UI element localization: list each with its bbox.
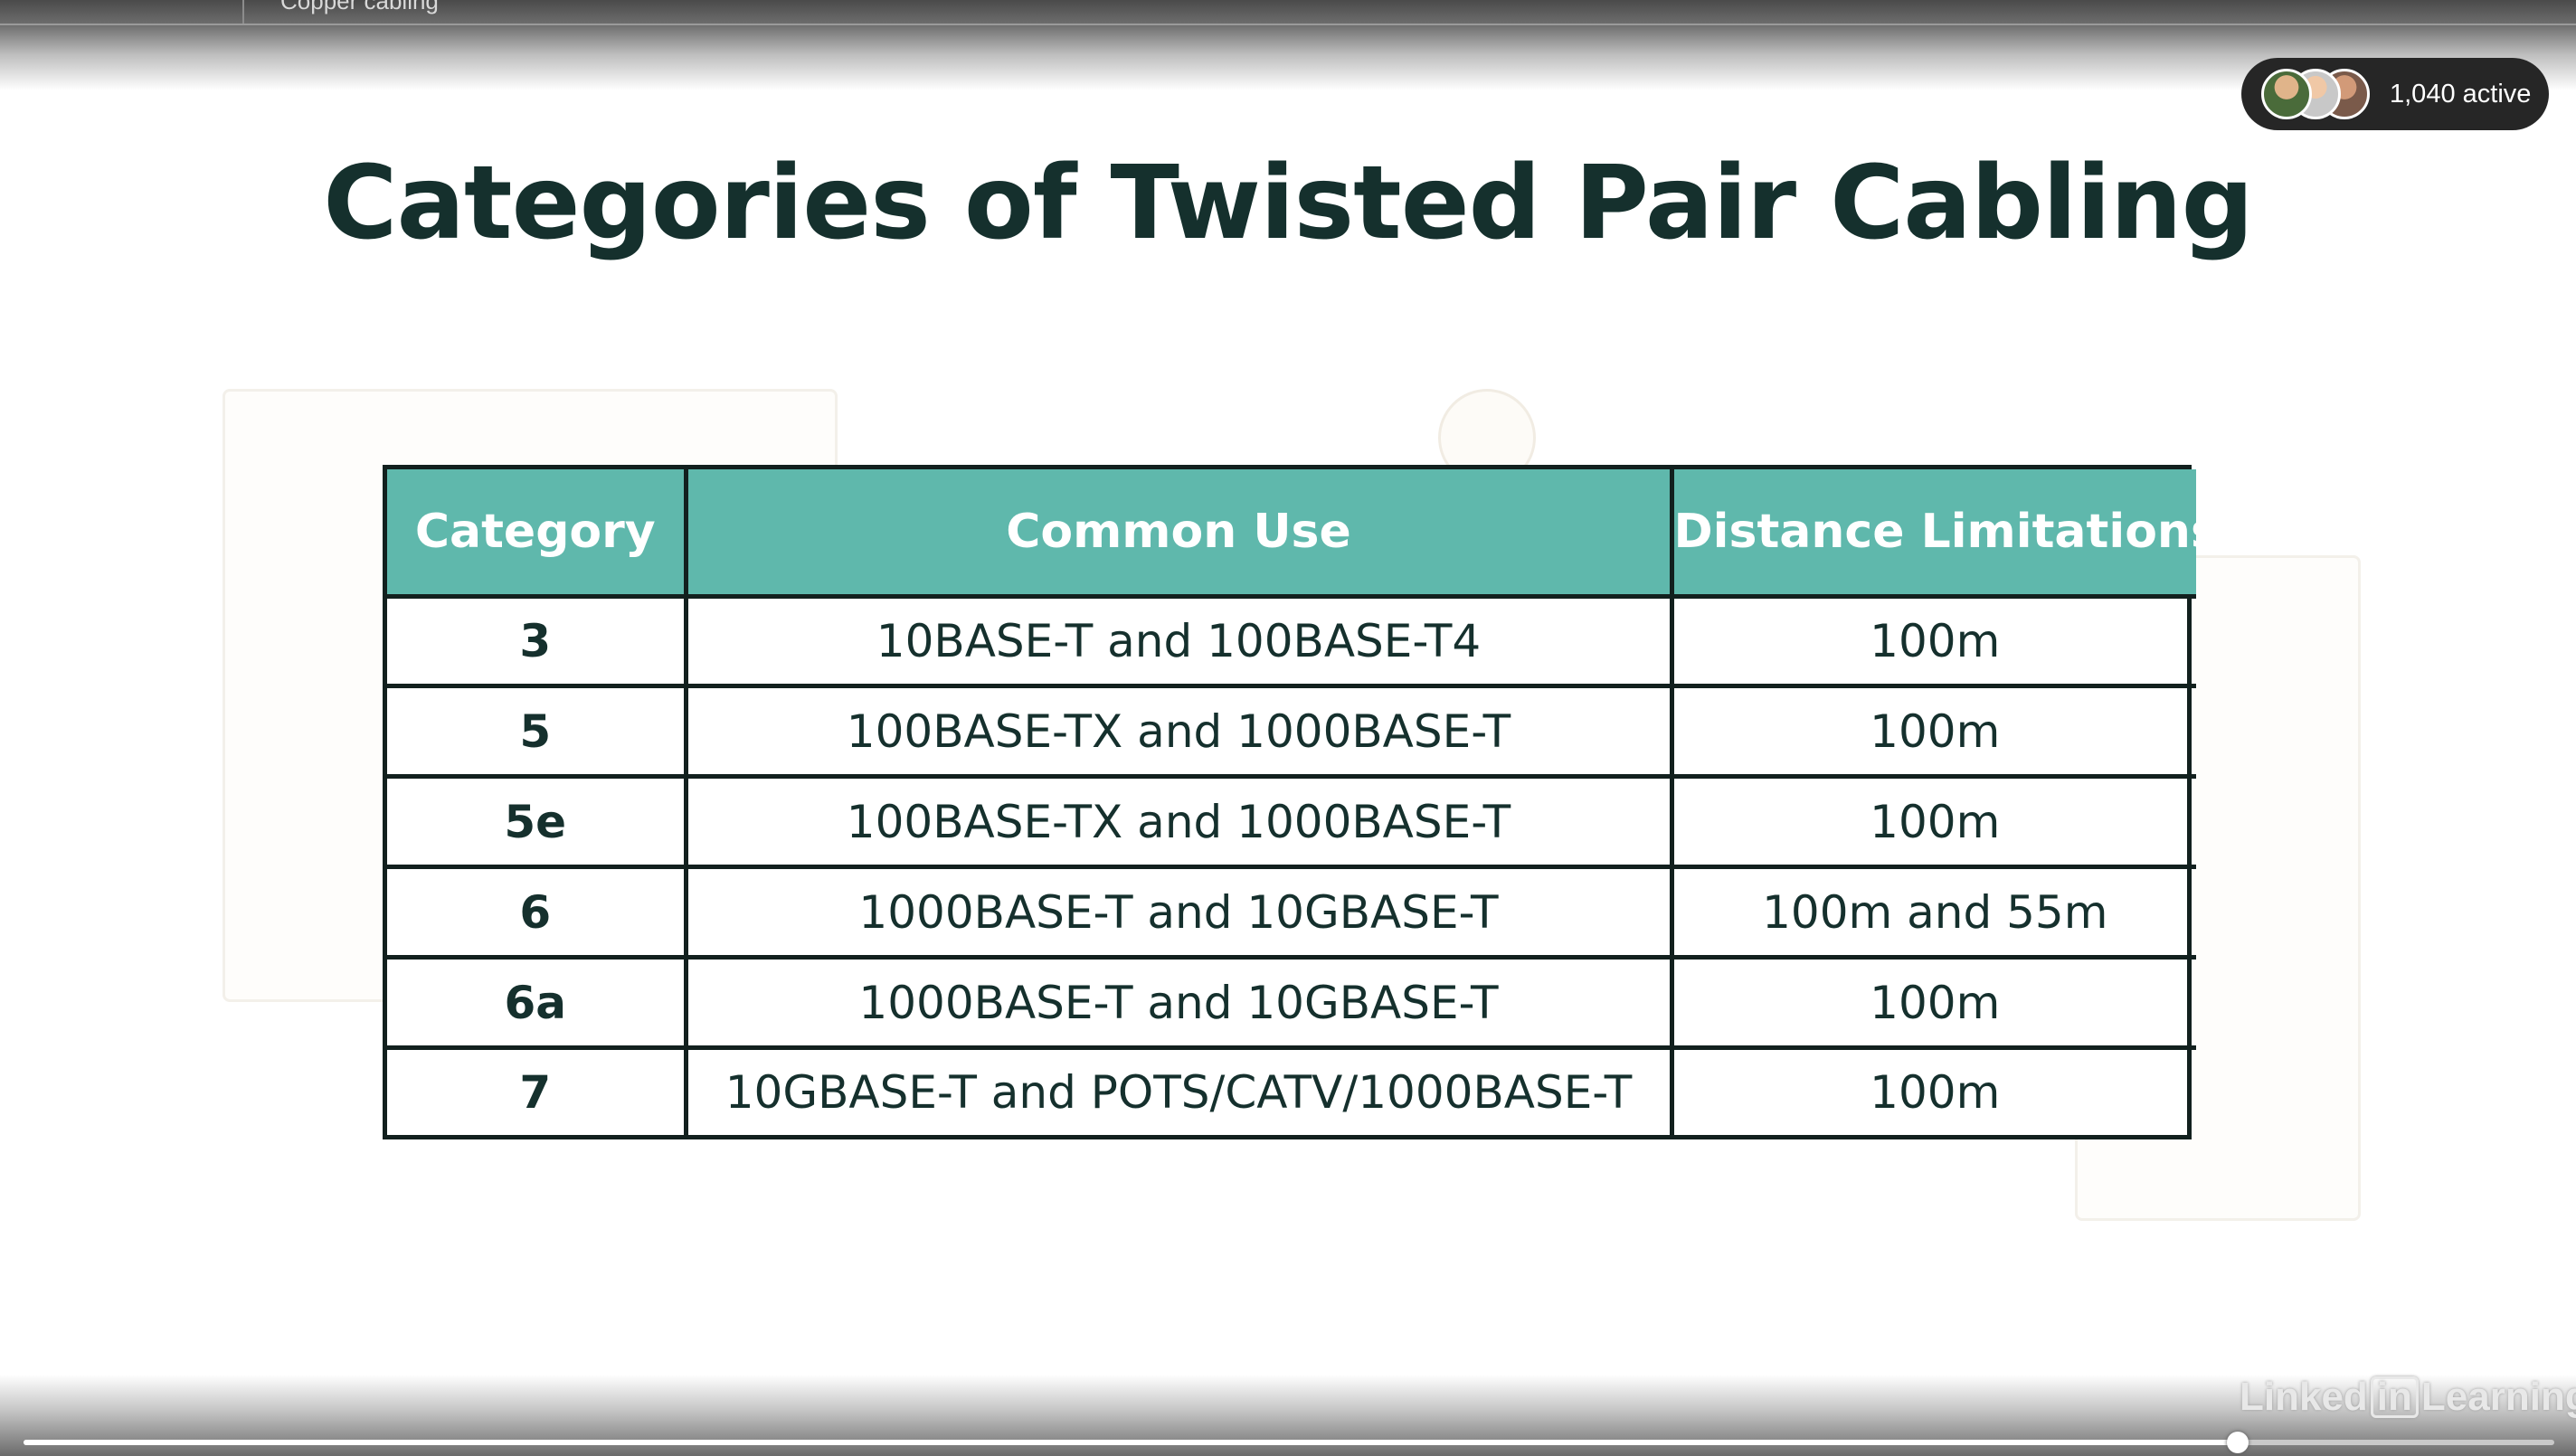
header-common-use: Common Use [683,469,1674,599]
video-progress-bar[interactable] [24,1432,2554,1453]
table: Category Common Use Distance Limitations… [387,469,2219,1135]
slide-title: Categories of Twisted Pair Cabling [323,145,2253,262]
distance-cell: 100m [1669,593,2196,689]
table-row: 6a 1000BASE-T and 10GBASE-T 100m [387,955,2196,1051]
common-use-cell: 1000BASE-T and 10GBASE-T [683,955,1674,1051]
category-cell: 3 [387,593,688,689]
progress-scrubber-handle[interactable] [2227,1432,2249,1453]
top-separator [242,0,244,24]
avatar [2261,69,2312,119]
common-use-cell: 1000BASE-T and 10GBASE-T [683,865,1674,960]
common-use-cell: 10GBASE-T and POTS/CATV/1000BASE-T [683,1045,1674,1135]
table-row: 3 10BASE-T and 100BASE-T4 100m [387,593,2196,689]
distance-cell: 100m [1669,774,2196,870]
table-header-row: Category Common Use Distance Limitations [387,469,2219,599]
category-cell: 6 [387,865,688,960]
linkedin-learning-logo: Linked in Learning [2240,1375,2576,1420]
common-use-cell: 10BASE-T and 100BASE-T4 [683,593,1674,689]
common-use-cell: 100BASE-TX and 1000BASE-T [683,684,1674,780]
cabling-table: Category Common Use Distance Limitations… [383,465,2219,1139]
header-category: Category [387,469,688,599]
distance-cell: 100m [1669,684,2196,780]
table-row: 6 1000BASE-T and 10GBASE-T 100m and 55m [387,865,2196,960]
top-divider [0,24,2576,25]
distance-cell: 100m and 55m [1669,865,2196,960]
chapter-caption: Copper cabling [280,0,439,14]
table-row: 7 10GBASE-T and POTS/CATV/1000BASE-T 100… [387,1045,2196,1135]
logo-text-linked: Linked [2240,1375,2368,1419]
category-cell: 7 [387,1045,688,1135]
distance-cell: 100m [1669,1045,2196,1135]
avatar-group [2261,69,2370,119]
logo-badge-in: in [2370,1376,2419,1418]
common-use-cell: 100BASE-TX and 1000BASE-T [683,774,1674,870]
table-row: 5e 100BASE-TX and 1000BASE-T 100m [387,774,2196,870]
active-viewers-badge[interactable]: 1,040 active [2241,58,2549,130]
progress-fill [24,1440,2239,1445]
video-top-overlay [0,0,2576,90]
logo-text-learning: Learning [2420,1375,2576,1419]
category-cell: 5 [387,684,688,780]
category-cell: 5e [387,774,688,870]
distance-cell: 100m [1669,955,2196,1051]
table-row: 5 100BASE-TX and 1000BASE-T 100m [387,684,2196,780]
active-count-label: 1,040 active [2390,79,2532,109]
header-distance-limitations: Distance Limitations [1669,469,2219,599]
category-cell: 6a [387,955,688,1051]
